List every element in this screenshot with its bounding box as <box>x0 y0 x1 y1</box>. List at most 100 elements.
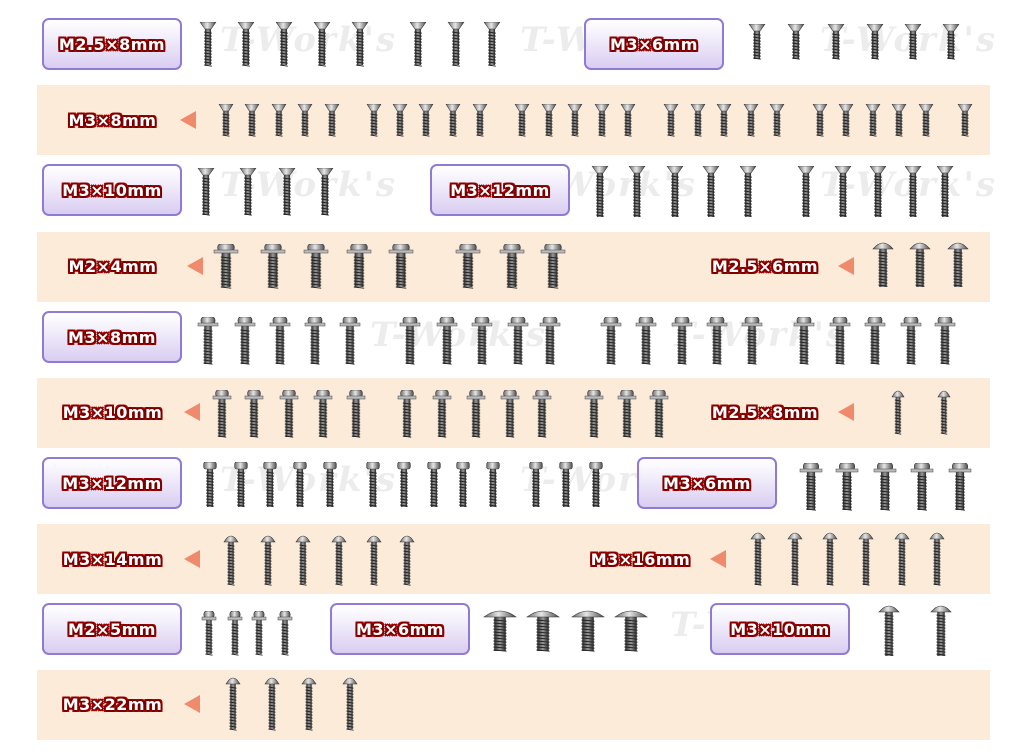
flat-screw-icon <box>834 166 852 217</box>
flat-screw-icon <box>918 104 934 137</box>
flat-screw-icon <box>316 168 334 216</box>
button-screw-icon <box>822 532 838 586</box>
button-screw-icon <box>947 242 969 287</box>
flange-screw-icon <box>499 244 525 289</box>
label-m3x10-boxed: M3×10mm <box>42 164 182 216</box>
flat-screw-icon <box>541 104 557 137</box>
label-m25x6: M2.5×6mm <box>700 240 830 292</box>
flat-screw-icon <box>716 104 732 137</box>
flat-screw-icon <box>904 24 922 60</box>
label-text: M3×16mm <box>590 549 691 569</box>
flat-screw-icon <box>663 104 679 137</box>
label-m3x8: M3×8mm <box>50 94 175 146</box>
cap-screw-icon <box>234 462 248 507</box>
flat-screw-icon <box>787 24 805 60</box>
flat-screw-icon <box>891 104 907 137</box>
flat-screw-icon <box>904 166 922 217</box>
button-screw-icon <box>571 610 605 652</box>
arrow-left-icon <box>710 550 726 568</box>
button-screw-icon <box>399 535 415 586</box>
flange-screw-icon <box>617 390 637 438</box>
flat-screw-icon <box>628 166 646 217</box>
label-text: M2.5×8mm <box>711 402 819 422</box>
flat-screw-icon <box>218 104 234 137</box>
flat-screw-icon <box>743 104 759 137</box>
label-m3x6-boxed: M3×6mm <box>637 457 777 509</box>
label-text: M2.5×6mm <box>711 256 819 276</box>
label-text: M3×8mm <box>68 327 156 347</box>
flange-screw-icon <box>540 244 566 289</box>
flat-screw-icon <box>797 166 815 217</box>
button-screw-icon <box>264 677 280 731</box>
flange-screw-icon <box>873 463 897 511</box>
flange-screw-icon <box>741 317 763 365</box>
label-m3x8-boxed: M3×8mm <box>42 311 182 363</box>
flat-screw-icon <box>418 104 434 137</box>
flange-screw-icon <box>934 317 956 365</box>
flange-screw-icon <box>279 390 299 438</box>
label-m2x4: M2×4mm <box>50 240 175 292</box>
flange-screw-icon <box>432 390 452 438</box>
flange-screw-icon <box>277 611 293 656</box>
flat-screw-icon <box>351 22 369 67</box>
flat-screw-icon <box>748 24 766 60</box>
row-band-10 <box>37 670 990 740</box>
flange-screw-icon <box>346 244 372 289</box>
cap-screw-icon <box>397 462 411 507</box>
flat-screw-icon <box>275 22 293 67</box>
flat-screw-icon <box>620 104 636 137</box>
flange-screw-icon <box>466 390 486 438</box>
cap-screw-icon <box>529 462 543 507</box>
flat-screw-icon <box>244 104 260 137</box>
button-screw-icon <box>878 605 900 656</box>
flat-screw-icon <box>666 166 684 217</box>
button-screw-icon <box>929 532 945 586</box>
flat-screw-icon <box>827 24 845 60</box>
flange-screw-icon <box>799 463 823 511</box>
flange-screw-icon <box>346 390 366 438</box>
label-text: M3×12mm <box>450 180 550 200</box>
label-text: M3×10mm <box>62 180 162 200</box>
label-text: M2×5mm <box>68 619 156 639</box>
flange-screw-icon <box>269 317 291 365</box>
flat-screw-icon <box>447 22 465 67</box>
button-screw-icon <box>260 535 276 586</box>
button-screw-icon <box>909 242 931 287</box>
cap-screw-icon <box>323 462 337 507</box>
cap-screw-icon <box>366 462 380 507</box>
flange-screw-icon <box>201 611 217 656</box>
flat-screw-icon <box>366 104 382 137</box>
flange-screw-icon <box>829 317 851 365</box>
flange-screw-icon <box>399 317 421 365</box>
flange-screw-icon <box>500 390 520 438</box>
flat-screw-icon <box>271 104 287 137</box>
flange-screw-icon <box>910 463 934 511</box>
flange-screw-icon <box>600 317 622 365</box>
flange-screw-icon <box>948 463 972 511</box>
button-screw-icon <box>858 532 874 586</box>
flange-screw-icon <box>635 317 657 365</box>
flat-screw-icon <box>957 104 973 137</box>
flat-screw-icon <box>812 104 828 137</box>
cap-screw-icon <box>486 462 500 507</box>
flange-screw-icon <box>584 390 604 438</box>
flat-screw-icon <box>514 104 530 137</box>
label-m3x6-boxed: M3×6mm <box>330 603 470 655</box>
flat-screw-icon <box>567 104 583 137</box>
row-band-8 <box>37 524 990 594</box>
flat-screw-icon <box>739 166 757 217</box>
flange-screw-icon <box>212 390 232 438</box>
button-screw-icon <box>930 605 952 656</box>
button-screw-icon <box>331 535 347 586</box>
flange-screw-icon <box>649 390 669 438</box>
flange-screw-icon <box>471 317 493 365</box>
flange-screw-icon <box>900 317 922 365</box>
button-screw-icon <box>891 390 905 435</box>
label-text: M3×22mm <box>62 694 163 714</box>
cap-screw-icon <box>263 462 277 507</box>
label-text: M3×10mm <box>62 402 163 422</box>
arrow-left-icon <box>184 403 200 421</box>
label-m3x6-boxed: M3×6mm <box>584 18 724 70</box>
flange-screw-icon <box>864 317 886 365</box>
flat-screw-icon <box>865 104 881 137</box>
